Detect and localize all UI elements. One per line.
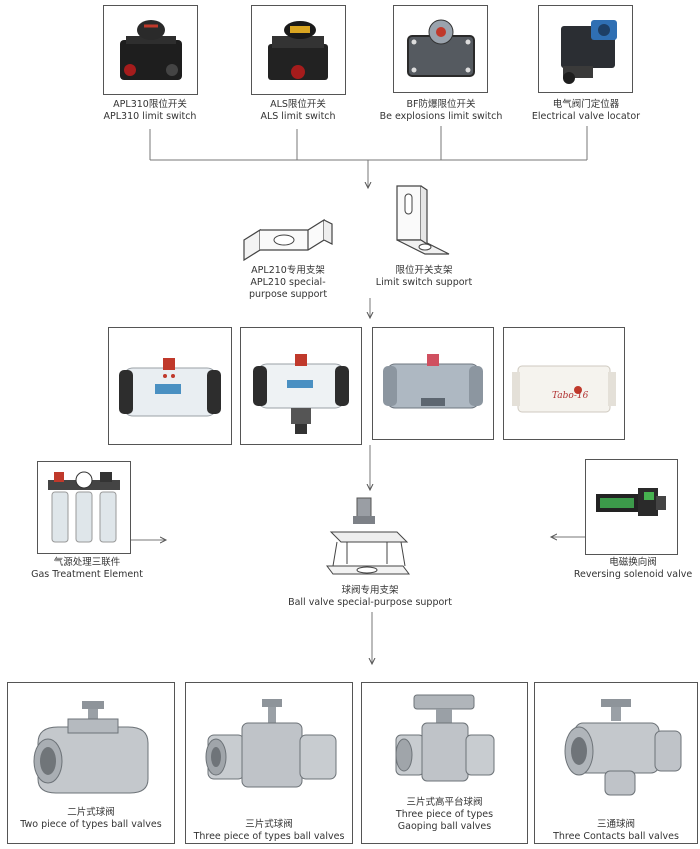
electric-actuator-icon: Tabo-16	[512, 365, 616, 413]
three-way-ball-valve-icon	[564, 699, 682, 796]
gas-treatment-photo	[37, 461, 131, 554]
als-switch-icon	[268, 21, 328, 80]
two-piece-ball-valve-icon	[33, 701, 149, 794]
gaoping-ball-valve-card: 三片式高平台球阀 Three piece of types Gaoping ba…	[361, 682, 528, 844]
actuator-photo-2	[240, 327, 362, 445]
pneumatic-actuator-icon	[383, 354, 483, 409]
gaoping-ball-valve-caption: 三片式高平台球阀 Three piece of types Gaoping ba…	[395, 797, 494, 832]
valve-locator-icon	[561, 20, 617, 84]
apl210-support-icon	[243, 218, 333, 262]
actuator-photo-4: Tabo-16	[503, 327, 625, 440]
actuator-photo-1	[108, 327, 232, 445]
actuator-model-label: Tabo-16	[552, 391, 589, 401]
pneumatic-actuator-icon	[253, 354, 349, 434]
three-piece-ball-valve-icon	[205, 699, 337, 788]
limit-switch-support-icon	[396, 185, 450, 255]
high-platform-ball-valve-icon	[395, 694, 495, 782]
apl210-support-caption: APL210专用支架 APL210 special- purpose suppo…	[248, 265, 328, 300]
bf-switch-photo	[393, 5, 488, 93]
ball-valve-support-icon	[326, 497, 410, 575]
apl310-switch-photo	[103, 5, 198, 95]
solenoid-valve-icon	[596, 488, 666, 516]
filter-regulator-icon	[48, 471, 120, 543]
actuator-photo-3	[372, 327, 494, 440]
valve-locator-photo	[538, 5, 633, 93]
als-switch-photo	[251, 5, 346, 95]
apl310-switch-icon	[120, 20, 182, 80]
solenoid-valve-photo	[585, 459, 678, 555]
pneumatic-actuator-icon	[119, 358, 221, 417]
bf-switch-icon	[407, 19, 475, 77]
